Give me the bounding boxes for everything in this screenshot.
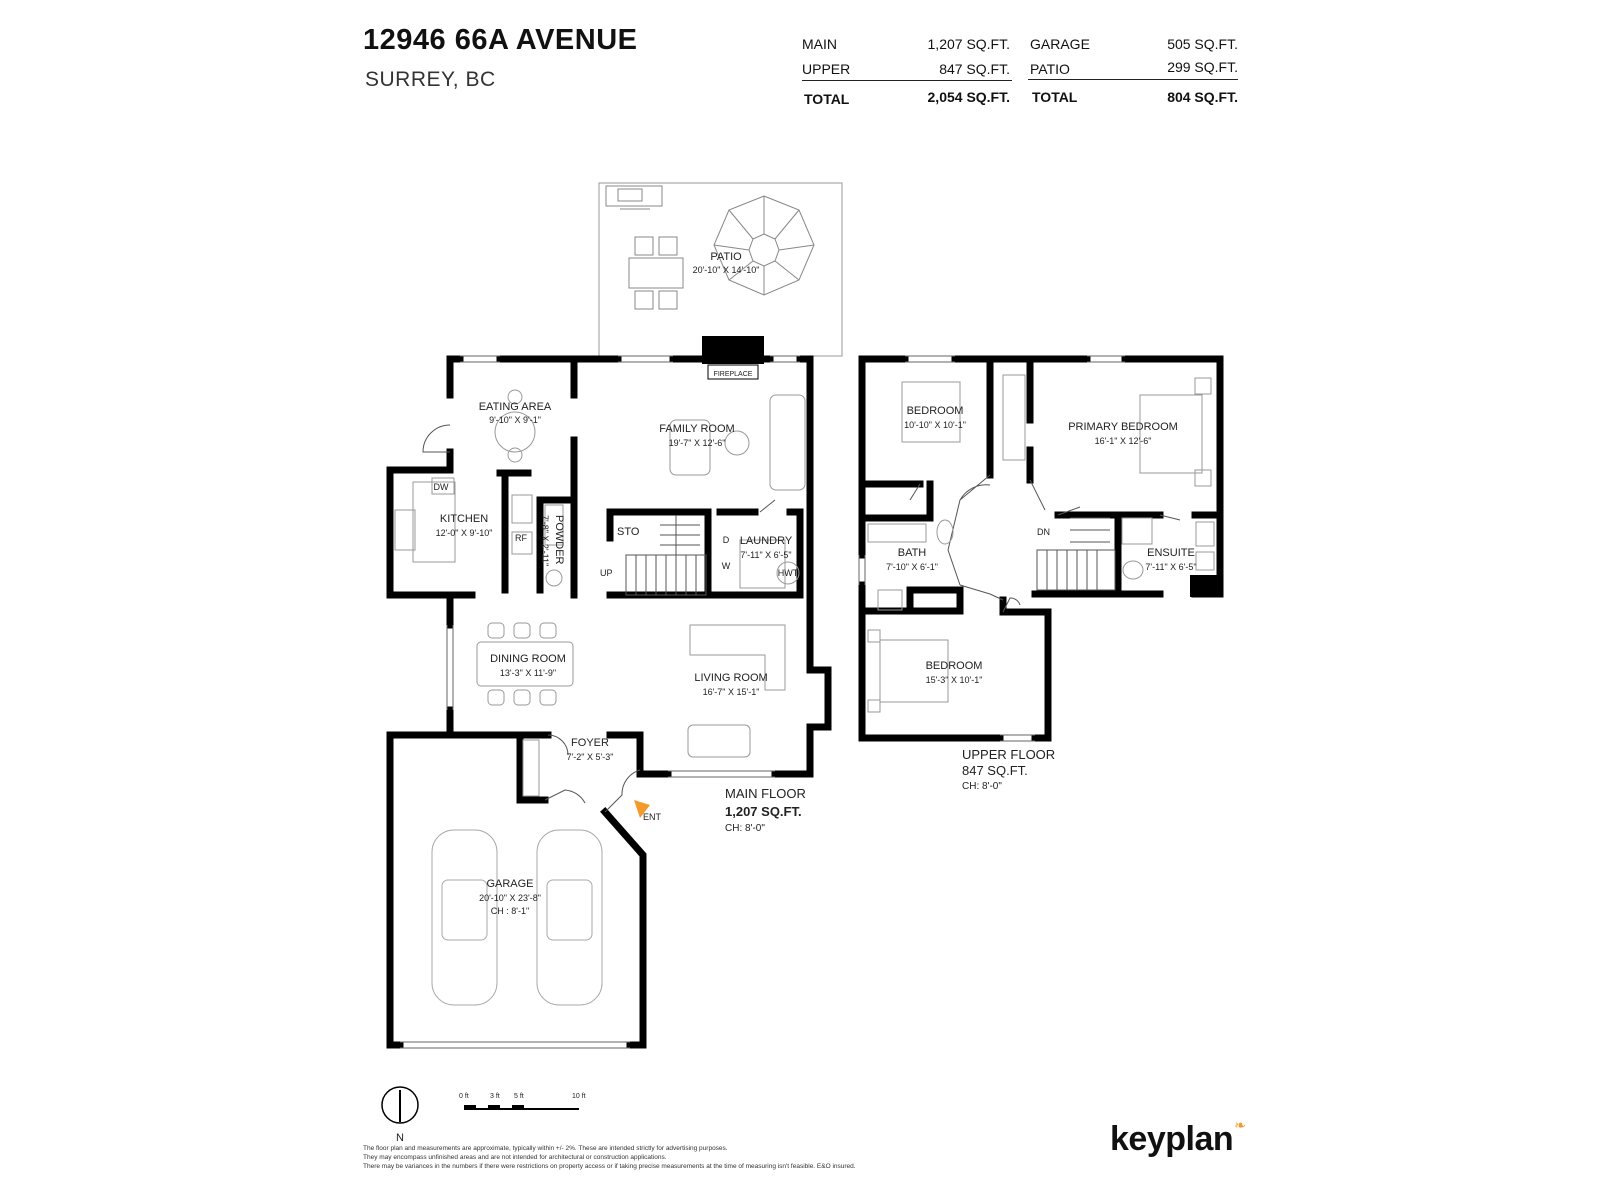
stairs-down-label: DN xyxy=(1037,527,1050,537)
disclaimer: The floor plan and measurements are appr… xyxy=(363,1144,983,1171)
summary-upper-label: UPPER xyxy=(802,61,851,77)
brand-name: keyplan xyxy=(1110,1120,1234,1158)
foyer-name: FOYER xyxy=(571,737,609,749)
bedroom1-name: BEDROOM xyxy=(907,405,964,417)
keyplan-logo: keyplan❧ xyxy=(1110,1117,1246,1159)
kitchen-dims: 12'-0" X 9'-10" xyxy=(436,528,493,538)
scale-bar: 0 ft 3 ft 5 ft 10 ft xyxy=(459,1093,586,1110)
main-floor-walls xyxy=(386,355,832,1049)
bedroom2-dims: 15'-3" X 10'-1" xyxy=(926,675,983,685)
main-doors xyxy=(422,424,776,813)
upper-stairs xyxy=(1036,517,1116,591)
summary-upper-value: 847 SQ.FT. xyxy=(939,61,1010,77)
main-stairs xyxy=(625,515,707,596)
upper-corner-block xyxy=(1190,575,1220,597)
patio-dims: 20'-10" X 14'-10" xyxy=(693,265,760,275)
area-summary: MAIN 1,207 SQ.FT. UPPER 847 SQ.FT. TOTAL… xyxy=(0,0,1600,120)
summary-right-total-label: TOTAL xyxy=(1032,89,1078,105)
summary-left-total-label: TOTAL xyxy=(804,91,850,107)
dining-room-name: DINING ROOM xyxy=(490,653,566,665)
dishwasher-label: DW xyxy=(434,482,449,492)
scale-0ft: 0 ft xyxy=(459,1093,469,1100)
disclaimer-line: The floor plan and measurements are appr… xyxy=(363,1145,728,1152)
north-compass-icon: N xyxy=(381,1086,419,1144)
upper-floor-name: UPPER FLOOR xyxy=(962,747,1055,762)
garage-name: GARAGE xyxy=(486,878,533,890)
ensuite-dims: 7'-11" X 6'-5" xyxy=(1145,562,1196,572)
summary-main-label: MAIN xyxy=(802,36,837,52)
scale-3ft: 3 ft xyxy=(490,1093,500,1100)
patio-name: PATIO xyxy=(710,251,742,263)
property-city: SURREY, BC xyxy=(365,68,496,91)
powder-name: POWDER xyxy=(553,515,565,565)
upper-floor-area: 847 SQ.FT. xyxy=(962,763,1028,778)
summary-left-total-value: 2,054 SQ.FT. xyxy=(927,89,1010,105)
bath-dims: 7'-10" X 6'-1" xyxy=(886,562,938,572)
patio: PATIO 20'-10" X 14'-10" xyxy=(598,182,843,357)
fireplace: FIREPLACE xyxy=(702,336,764,380)
car-icon xyxy=(431,829,603,1006)
family-room-name: FAMILY ROOM xyxy=(659,423,734,435)
powder-dims: 7'-8" X 2'-11" xyxy=(540,515,550,566)
upper-doors xyxy=(909,474,1181,613)
summary-garage-label: GARAGE xyxy=(1030,36,1090,52)
summary-patio-value: 299 SQ.FT. xyxy=(1167,59,1238,75)
foyer-dims: 7'-2" X 5'-3" xyxy=(567,752,614,762)
summary-main-value: 1,207 SQ.FT. xyxy=(927,36,1010,52)
main-windows xyxy=(400,355,800,1049)
leaf-icon: ❧ xyxy=(1234,1117,1246,1133)
entry-label: ENT xyxy=(643,812,662,822)
eating-area-dims: 9'-10" X 9'-1" xyxy=(489,415,541,425)
primary-bedroom-name: PRIMARY BEDROOM xyxy=(1068,421,1178,433)
living-room-dims: 16'-7" X 15'-1" xyxy=(703,687,760,697)
garage-dims: 20'-10" X 23'-8" xyxy=(479,893,541,903)
summary-right-rule xyxy=(1028,79,1238,80)
dining-room-dims: 13'-3" X 11'-9" xyxy=(500,668,556,678)
summary-patio-label: PATIO xyxy=(1030,61,1070,77)
dryer-label: D xyxy=(723,535,730,545)
fridge-label: RF xyxy=(515,533,527,543)
washer-label: W xyxy=(722,561,731,571)
patio-table-icon xyxy=(628,236,684,310)
summary-right-total-value: 804 SQ.FT. xyxy=(1167,89,1238,105)
main-furniture xyxy=(394,389,806,797)
compass-label: N xyxy=(396,1132,404,1144)
scale-10ft: 10 ft xyxy=(572,1093,586,1100)
upper-furniture xyxy=(867,374,1215,713)
property-address: 12946 66A AVENUE xyxy=(363,24,638,56)
summary-garage-value: 505 SQ.FT. xyxy=(1167,36,1238,52)
bedroom1-dims: 10'-10" X 10'-1" xyxy=(904,420,966,430)
family-room-dims: 19'-7" X 12'-6" xyxy=(669,438,726,448)
eating-area-name: EATING AREA xyxy=(479,401,552,413)
kitchen-name: KITCHEN xyxy=(440,513,488,525)
disclaimer-line: They may encompass unfinished areas and … xyxy=(363,1154,667,1161)
main-floor-name: MAIN FLOOR xyxy=(725,786,806,801)
primary-bedroom-dims: 16'-1" X 12'-6" xyxy=(1095,436,1152,446)
stairs-up-label: UP xyxy=(600,568,613,578)
bbq-icon xyxy=(605,185,663,210)
disclaimer-line: There may be variances in the numbers if… xyxy=(363,1163,856,1170)
garage-ceiling: CH : 8'-1" xyxy=(491,906,529,916)
main-floor-ceiling: CH: 8'-0" xyxy=(725,823,765,834)
storage-name: STO xyxy=(617,526,640,538)
laundry-name: LAUNDRY xyxy=(740,535,793,547)
bedroom2-name: BEDROOM xyxy=(926,660,983,672)
living-room-name: LIVING ROOM xyxy=(694,672,767,684)
ensuite-name: ENSUITE xyxy=(1147,547,1195,559)
upper-windows xyxy=(858,355,1125,742)
bath-name: BATH xyxy=(898,547,927,559)
hwt-label: HWT xyxy=(778,568,799,578)
umbrella-icon xyxy=(713,195,815,296)
upper-floor-ceiling: CH: 8'-0" xyxy=(962,781,1002,792)
entry-marker-icon xyxy=(634,800,650,818)
summary-left-rule xyxy=(802,80,1012,81)
laundry-dims: 7'-11" X 6'-5" xyxy=(740,550,791,560)
main-floor-area: 1,207 SQ.FT. xyxy=(725,804,802,819)
fireplace-label: FIREPLACE xyxy=(714,371,753,378)
scale-5ft: 5 ft xyxy=(514,1093,524,1100)
